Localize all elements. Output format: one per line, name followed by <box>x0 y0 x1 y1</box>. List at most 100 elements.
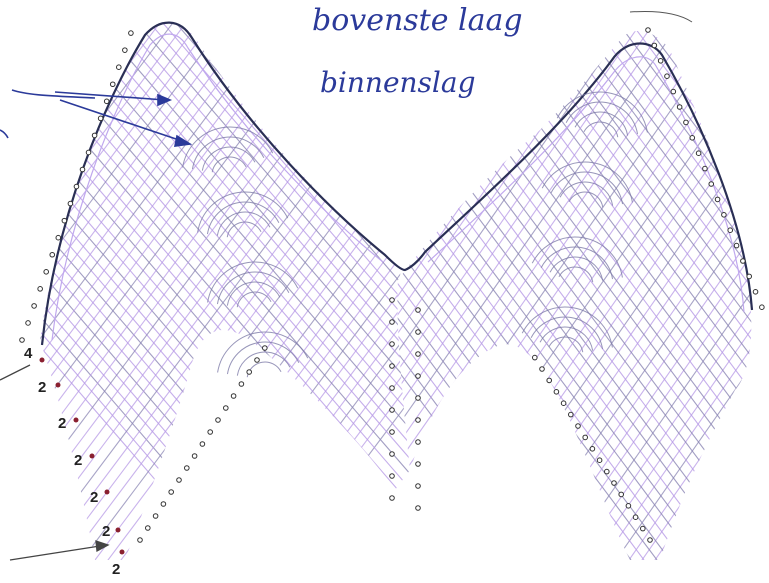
thread-line <box>535 30 752 561</box>
pin-hole <box>168 489 174 495</box>
thread-line <box>574 30 752 561</box>
scallop-arc <box>197 191 289 233</box>
scallop-arc <box>574 111 629 136</box>
thread-line <box>522 30 752 561</box>
thread-line <box>397 30 697 561</box>
pair-count-dots <box>39 357 125 555</box>
pin-hole <box>651 42 658 49</box>
thread-line <box>51 21 410 560</box>
scallop-arc <box>206 201 280 235</box>
thread-line <box>457 30 752 561</box>
pin-hole <box>415 351 421 357</box>
pin-hole <box>122 47 128 53</box>
annotation-subtitle: binnenslag <box>320 66 476 99</box>
scallop-arc <box>217 331 309 373</box>
scallop-arc <box>548 336 584 353</box>
pin-hole <box>246 369 252 375</box>
pin-hole <box>43 269 50 275</box>
pin-hole <box>415 483 421 489</box>
pin-hole <box>389 407 395 413</box>
thread-line <box>397 30 671 561</box>
scallop-arc <box>539 326 594 351</box>
scallop-arc <box>559 181 614 206</box>
pin-hole <box>560 400 567 407</box>
thread-line <box>40 21 217 560</box>
pin-hole <box>415 461 421 467</box>
pin-hole <box>415 307 421 313</box>
thread-line <box>0 0 33 583</box>
pin-hole <box>389 385 395 391</box>
scallop-arc <box>226 221 262 238</box>
thread-line <box>0 0 215 583</box>
thread-line <box>397 30 723 561</box>
thread-line <box>116 21 410 521</box>
scallop-arc <box>216 271 290 305</box>
thread-line <box>40 21 410 560</box>
thread-line <box>587 30 752 561</box>
outer-edge-inner-line <box>51 33 384 341</box>
pin-hole <box>702 165 708 172</box>
pair-count-label: 2 <box>102 523 110 540</box>
thread-line <box>587 30 752 561</box>
thread-line <box>40 21 217 521</box>
pin-hole <box>67 200 74 207</box>
thread-line <box>40 21 295 560</box>
pin-hole <box>415 329 421 335</box>
thread-line <box>600 30 752 561</box>
scallop-arc <box>558 266 594 283</box>
annotation-arrows <box>0 89 193 147</box>
pin-hole <box>103 98 110 105</box>
scallop-arc <box>521 306 613 348</box>
pin-hole <box>191 453 198 459</box>
outer-edge-line <box>40 21 754 346</box>
pin-hole <box>759 304 765 311</box>
thread-line <box>40 21 230 521</box>
thread-line <box>561 30 752 561</box>
thread-line <box>40 21 321 560</box>
pin-hole <box>632 514 639 521</box>
thread-line <box>0 0 371 583</box>
pin-hole <box>389 319 395 325</box>
thread-line <box>444 30 752 561</box>
thread-line <box>40 21 308 560</box>
thread-line <box>40 21 282 560</box>
thread-line <box>574 30 752 561</box>
pin-hole <box>618 491 625 498</box>
thread-line <box>40 21 204 521</box>
pin-hole <box>604 468 610 475</box>
pin-hole <box>49 251 56 258</box>
scallop-arc <box>182 126 274 168</box>
thread-line <box>559 0 769 520</box>
thread-line <box>689 0 769 520</box>
scallop-arc <box>226 341 300 375</box>
pair-count-label: 2 <box>90 489 98 506</box>
pin-hole <box>91 132 98 139</box>
pin-hole <box>207 429 213 435</box>
scallop-arc <box>549 256 604 281</box>
thread-line <box>0 0 293 583</box>
pin-hole <box>664 73 670 79</box>
pair-count-arrows <box>0 364 110 561</box>
pin-hole <box>415 373 421 379</box>
pin-hole <box>714 196 721 203</box>
pin-hole <box>611 480 617 486</box>
pin-holes <box>19 27 765 543</box>
thread-line <box>652 30 752 561</box>
pair-count-label: 2 <box>74 452 82 469</box>
outer-edge-inner-line-right <box>427 56 745 313</box>
pin-hole <box>733 242 740 249</box>
scallop-arc <box>550 171 624 205</box>
pin-hole <box>582 434 589 441</box>
scallop-arc <box>211 156 247 173</box>
pin-hole <box>389 363 395 369</box>
thread-line <box>0 0 46 583</box>
thread-line <box>431 30 752 561</box>
pin-hole <box>238 381 245 387</box>
pin-hole <box>79 166 86 173</box>
thread-line <box>129 21 410 521</box>
scallop-arc <box>583 121 619 138</box>
pair-count-label: 2 <box>58 415 66 432</box>
thread-line <box>0 0 345 583</box>
scallop-arc <box>565 101 639 135</box>
